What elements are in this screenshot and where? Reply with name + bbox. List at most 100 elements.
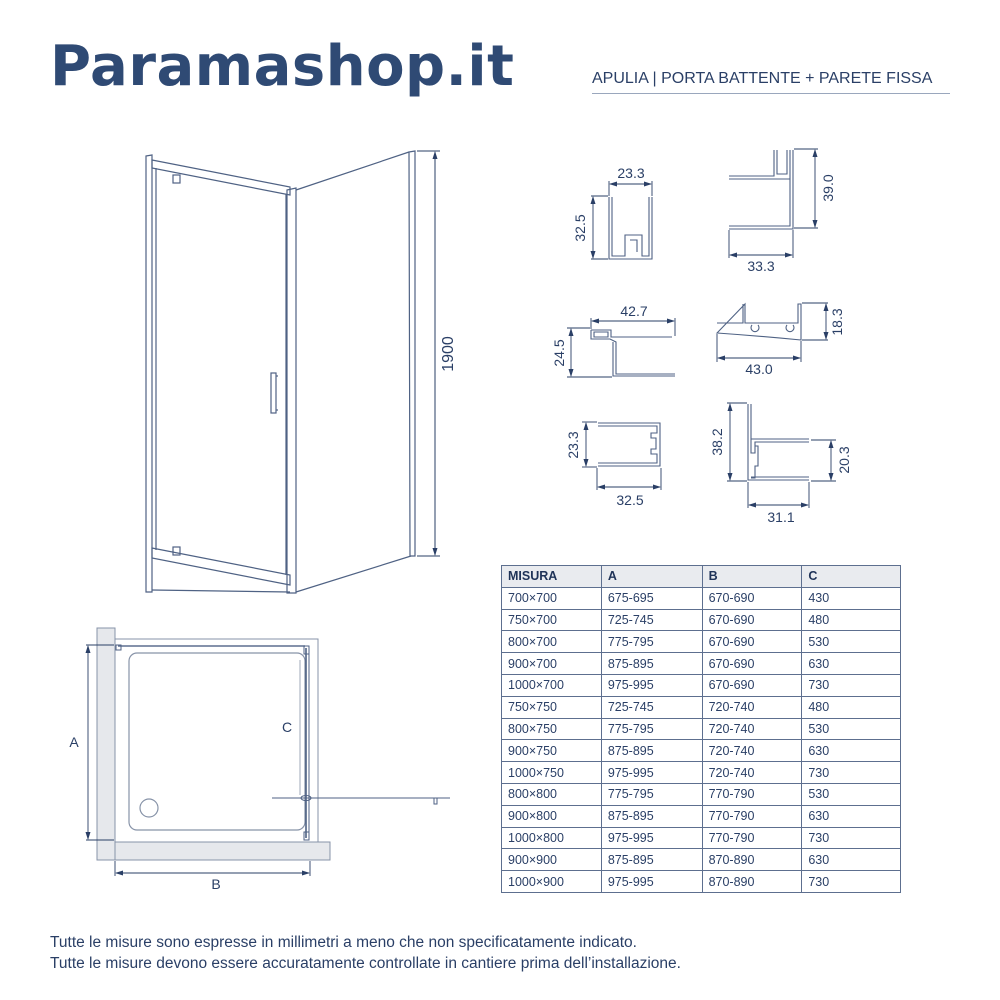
footnote-verify: Tutte le misure devono essere accuratame…: [50, 955, 681, 972]
cell: 670-690: [701, 608, 803, 632]
cell: 975-995: [600, 870, 703, 893]
cell: 800×750: [501, 717, 602, 741]
cell: 725-745: [600, 608, 703, 632]
profile-5-width: 32.5: [616, 492, 643, 508]
cell: 975-995: [600, 826, 703, 850]
cell: 870-890: [701, 870, 803, 893]
cell: 1000×700: [501, 673, 602, 697]
cell: 630: [801, 848, 901, 872]
cell: 975-995: [600, 673, 703, 697]
cell: 975-995: [600, 761, 703, 784]
wall-left: [96, 627, 116, 861]
cell: 870-890: [701, 848, 803, 872]
profile-1-height: 32.5: [572, 214, 588, 241]
profile-4-height: 18.3: [829, 308, 845, 335]
plan-label-b: B: [211, 876, 220, 892]
header-misura: MISURA: [501, 565, 602, 588]
cell: 480: [801, 608, 901, 632]
profile-2-width: 33.3: [747, 258, 774, 274]
cell: 770-790: [701, 826, 803, 850]
height-label: 1900: [440, 336, 457, 372]
cell: 730: [801, 761, 901, 784]
cell: 670-690: [701, 652, 803, 675]
profile-1-drawing: [608, 197, 653, 260]
cell: 900×700: [501, 652, 602, 675]
footnotes: Tutte le misure sono espresse in millime…: [50, 932, 681, 974]
cell: 720-740: [701, 717, 803, 741]
table-header-row: MISURA A B C: [501, 565, 901, 588]
cell: 1000×900: [501, 870, 602, 893]
profile-5-height: 23.3: [565, 431, 581, 458]
cell: 1000×800: [501, 826, 602, 850]
profile-2-drawing: [729, 150, 794, 230]
wall-bottom: [114, 841, 331, 861]
cell: 775-795: [600, 630, 703, 654]
cell: 900×900: [501, 848, 602, 872]
cell: 775-795: [600, 782, 703, 806]
plan-label-a: A: [69, 734, 79, 750]
front-view-shower: [145, 150, 416, 594]
cell: 1000×750: [501, 761, 602, 784]
profile-2-height: 39.0: [820, 174, 836, 201]
product-subtitle: APULIA | PORTA BATTENTE + PARETE FISSA: [592, 68, 950, 94]
cell: 875-895: [600, 848, 703, 872]
plan-view: [96, 627, 450, 861]
profile-5-drawing: [598, 422, 661, 467]
cell: 750×750: [501, 695, 602, 719]
profile-6-drawing: [747, 404, 809, 481]
height-dimension: [417, 150, 440, 557]
drain: [139, 798, 159, 818]
profile-6-inner-height: 20.3: [836, 446, 852, 473]
cell: 720-740: [701, 695, 803, 719]
shower-tray: [128, 652, 306, 831]
cell: 875-895: [600, 652, 703, 675]
header-b: B: [701, 565, 803, 588]
cell: 675-695: [600, 586, 703, 610]
profile-1-width: 23.3: [617, 165, 644, 181]
profile-3-height: 24.5: [551, 339, 567, 366]
header-c: C: [801, 565, 901, 588]
profile-3-width: 42.7: [620, 303, 647, 319]
cell: 730: [801, 673, 901, 697]
cell: 630: [801, 652, 901, 675]
cell: 530: [801, 782, 901, 806]
cell: 670-690: [701, 630, 803, 654]
cell: 530: [801, 717, 901, 741]
cell: 430: [801, 586, 901, 610]
cell: 700×700: [501, 586, 602, 610]
cell: 875-895: [600, 804, 703, 828]
cell: 720-740: [701, 761, 803, 784]
cell: 900×750: [501, 739, 602, 763]
cell: 530: [801, 630, 901, 654]
cell: 730: [801, 870, 901, 893]
cell: 725-745: [600, 695, 703, 719]
cell: 800×700: [501, 630, 602, 654]
cell: 730: [801, 826, 901, 850]
cell: 900×800: [501, 804, 602, 828]
profile-4-width: 43.0: [745, 361, 772, 377]
cell: 670-690: [701, 673, 803, 697]
cell: 770-790: [701, 782, 803, 806]
cell: 630: [801, 804, 901, 828]
cell: 750×700: [501, 608, 602, 632]
profile-3-drawing: [590, 329, 675, 377]
profile-6-width: 31.1: [767, 509, 794, 525]
cell: 720-740: [701, 739, 803, 763]
cell: 775-795: [600, 717, 703, 741]
header-a: A: [600, 565, 703, 588]
